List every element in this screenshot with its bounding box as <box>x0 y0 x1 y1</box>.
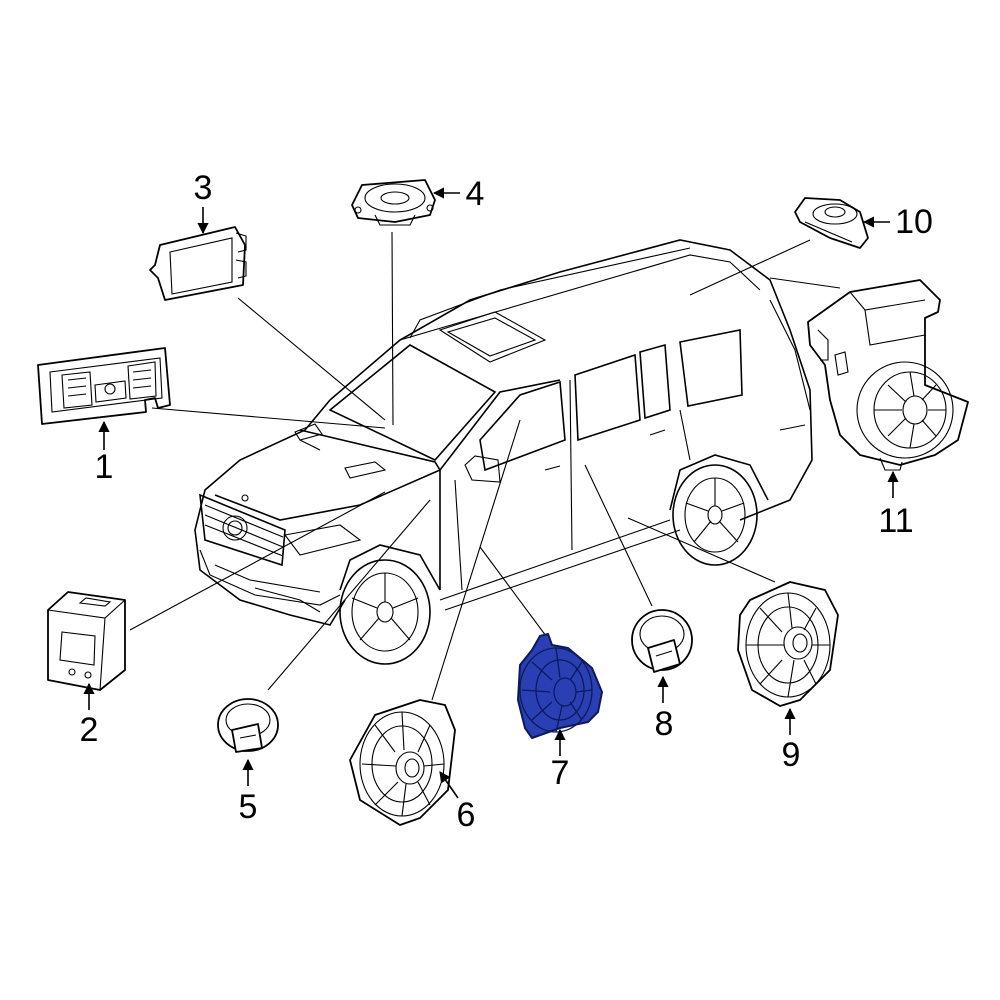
callout-2: 2 <box>80 711 99 749</box>
callout-3: 3 <box>194 169 213 207</box>
part-2-radio-unit <box>47 591 126 691</box>
part-5-tweeter <box>217 698 279 753</box>
vehicle-illustration <box>194 239 813 665</box>
callout-5: 5 <box>239 788 258 826</box>
callout-7: 7 <box>551 754 570 792</box>
part-8-tweeter <box>631 609 693 673</box>
callout-1: 1 <box>95 448 114 486</box>
callout-arrows <box>83 187 899 799</box>
part-4-dash-speaker <box>351 179 436 226</box>
callout-numbers: 1 2 3 4 5 6 7 8 9 10 11 <box>80 169 933 834</box>
callout-9: 9 <box>782 736 801 774</box>
leader-lines <box>129 231 841 701</box>
part-10-small-speaker <box>794 197 869 249</box>
callout-10: 10 <box>895 203 933 241</box>
callout-11: 11 <box>878 502 913 540</box>
part-7-speaker-highlighted <box>517 633 603 739</box>
part-6-door-speaker <box>349 699 456 826</box>
part-9-door-speaker <box>737 581 839 707</box>
part-11-subwoofer-enclosure <box>807 279 969 471</box>
callout-4: 4 <box>466 175 485 213</box>
part-3-display <box>149 226 247 301</box>
part-1-control-panel <box>37 347 171 425</box>
callout-6: 6 <box>457 796 476 834</box>
callout-8: 8 <box>655 705 674 743</box>
